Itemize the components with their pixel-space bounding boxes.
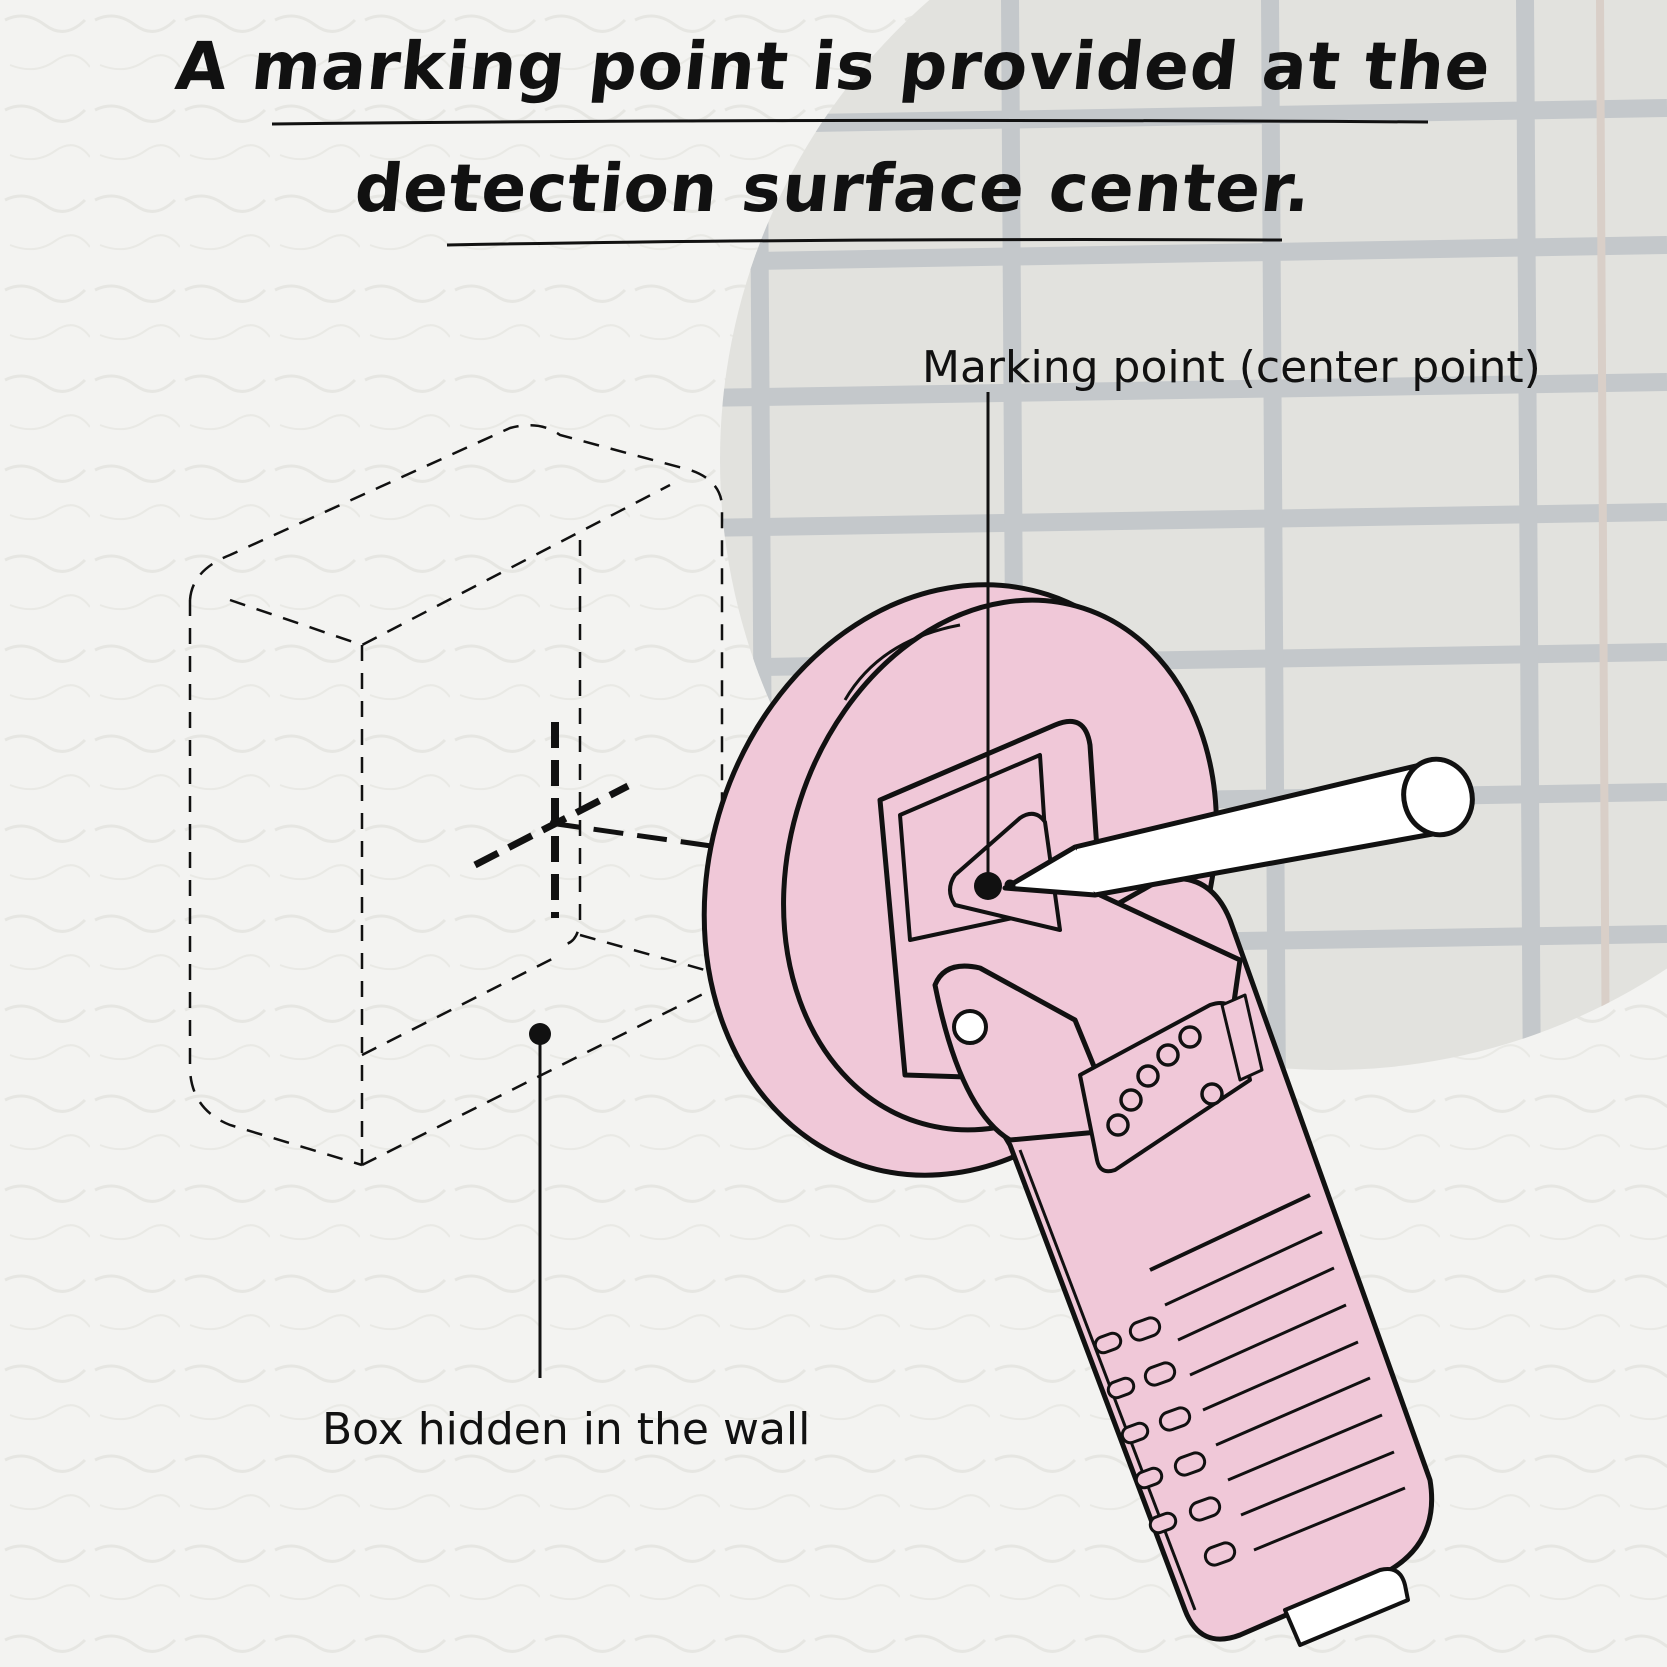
marking-point-label: Marking point (center point) [922, 342, 1541, 393]
indicator-lights [1106, 1025, 1224, 1137]
marking-point-dot [974, 872, 1002, 900]
title-line-1: A marking point is provided at the [172, 28, 1495, 105]
title-underline-1 [271, 118, 1429, 126]
pivot-hole [952, 1009, 988, 1045]
hidden-box-label: Box hidden in the wall [322, 1404, 811, 1455]
grip-ribs [1164, 1230, 1406, 1552]
title-underline-2 [446, 238, 1283, 247]
adjust-dial [1220, 993, 1264, 1082]
battery-tab [1283, 1567, 1410, 1647]
grip-bumps [1093, 1316, 1237, 1567]
pencil-icon [1002, 756, 1475, 898]
detector-device [701, 582, 1435, 1647]
hidden-box-outline [188, 423, 724, 1167]
title-line-2: detection surface center. [351, 150, 1316, 227]
